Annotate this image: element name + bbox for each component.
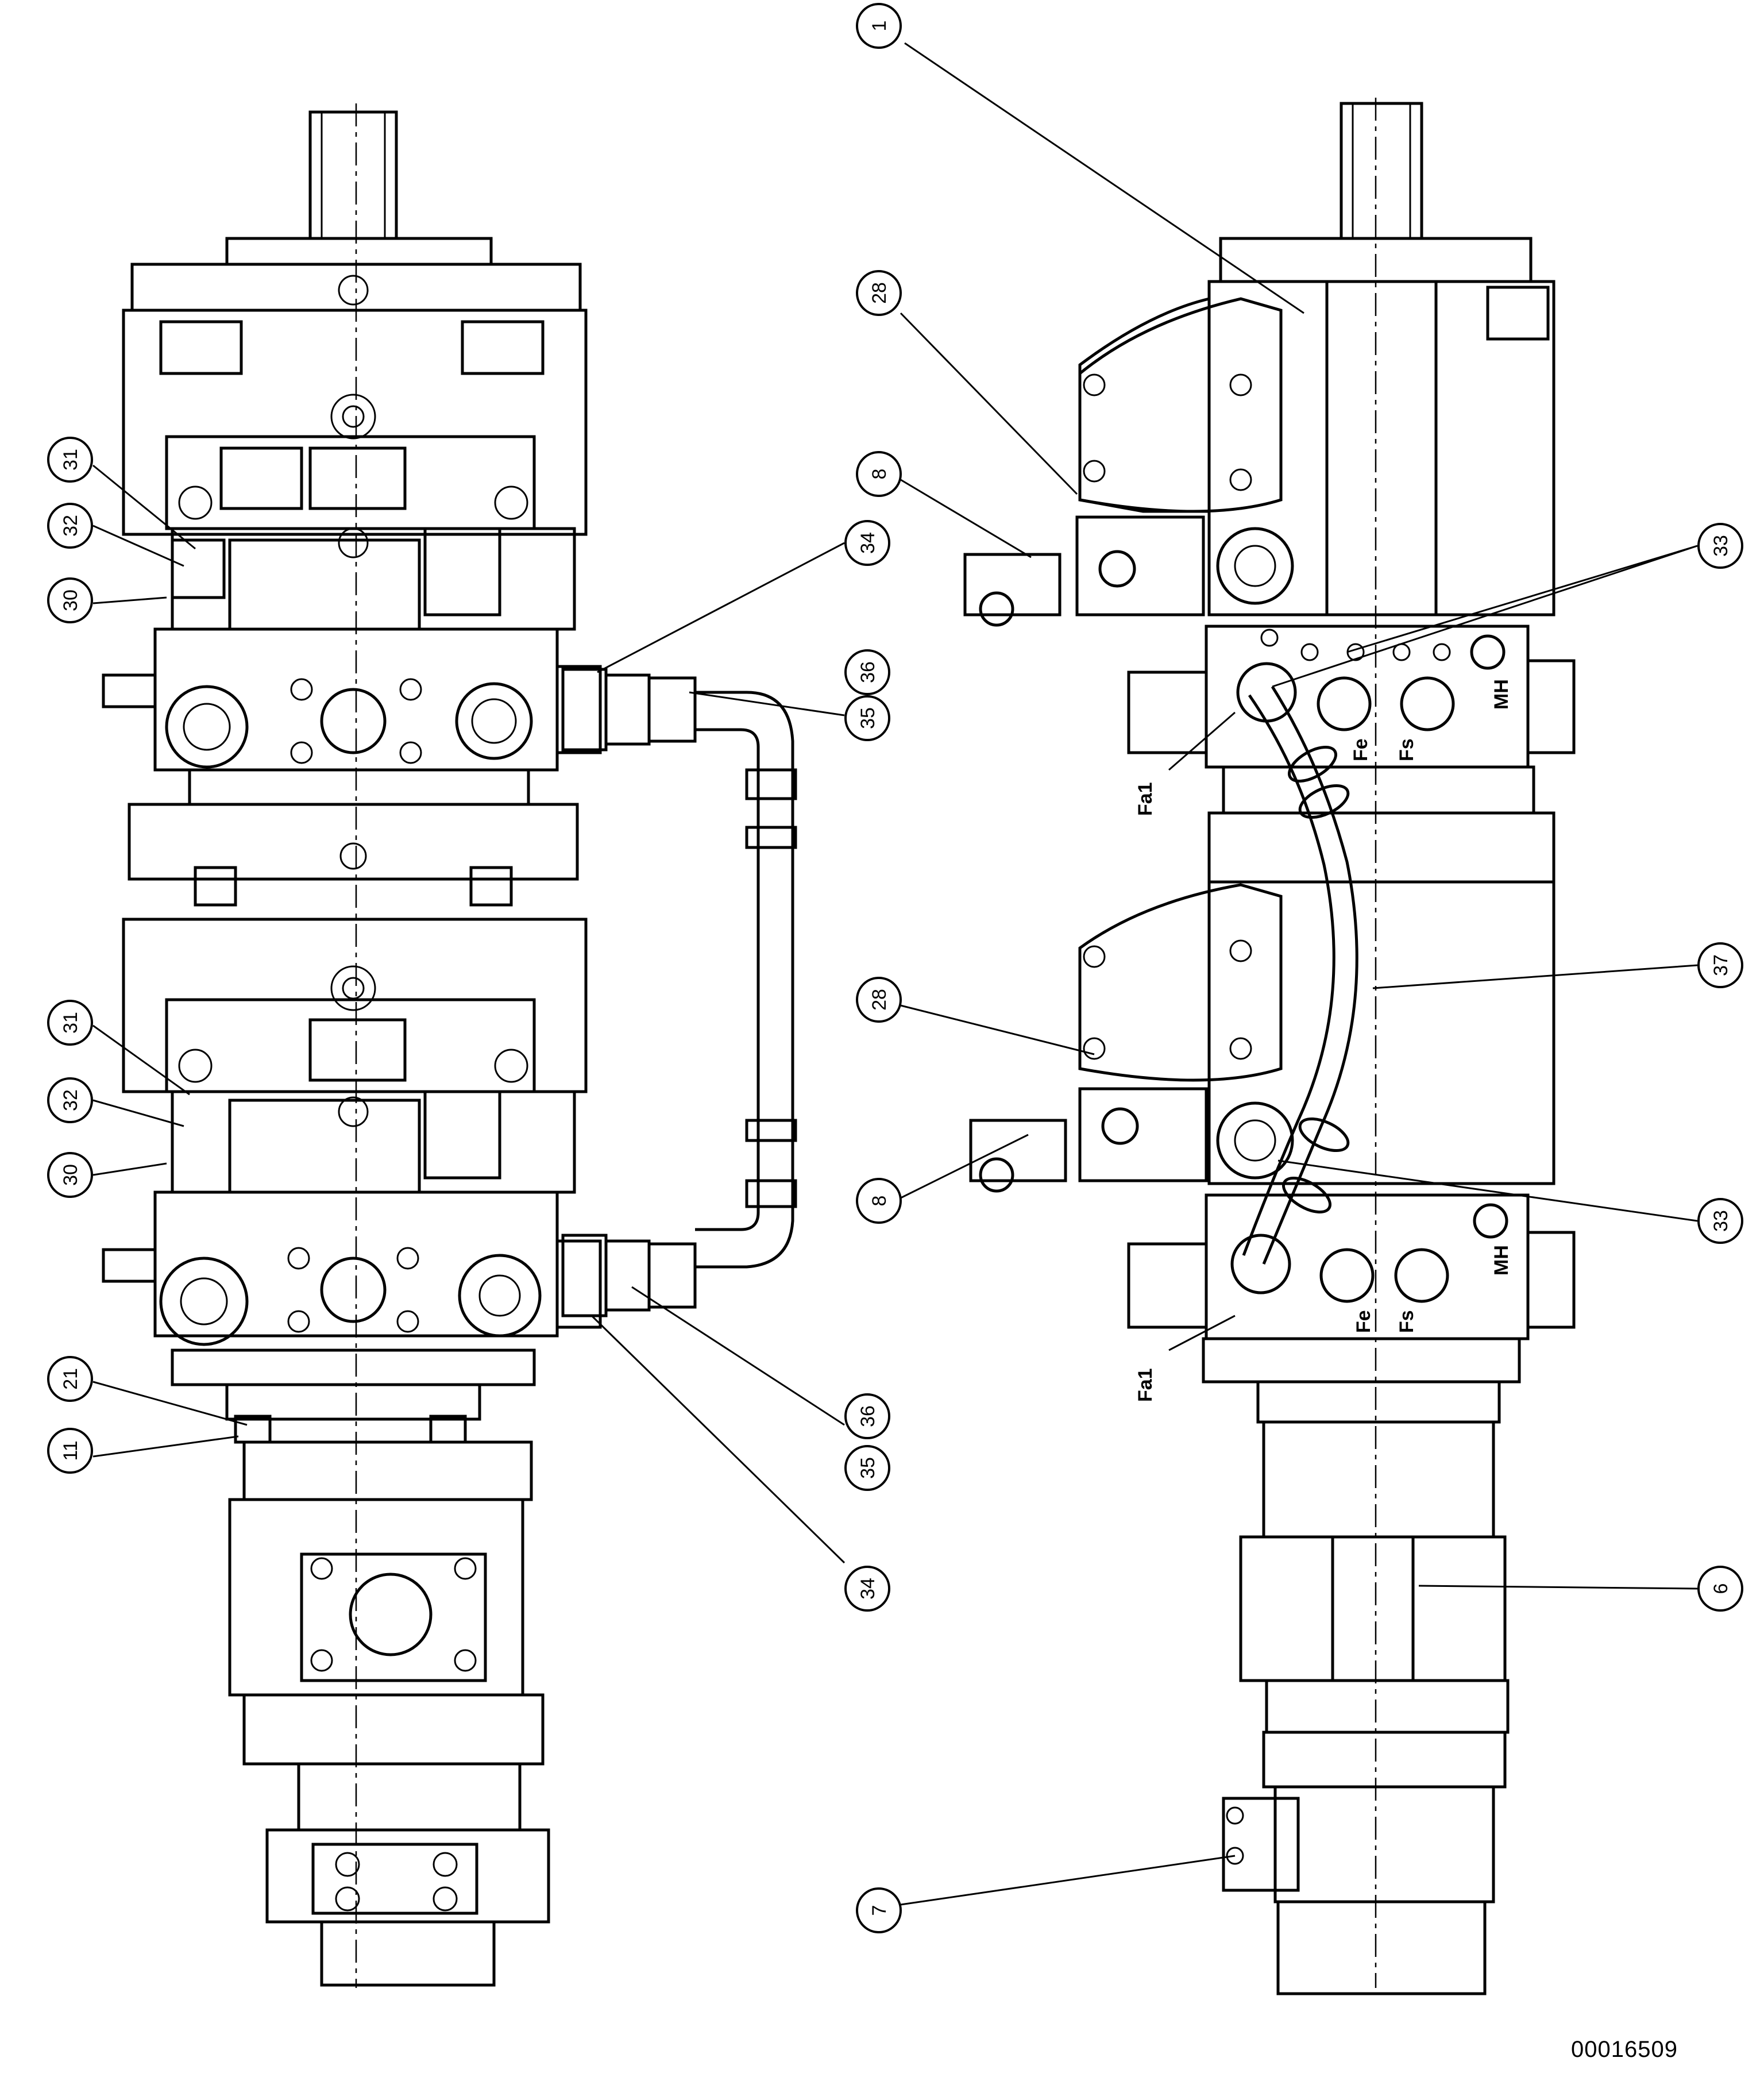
svg-text:1: 1 bbox=[869, 21, 890, 32]
svg-text:11: 11 bbox=[60, 1440, 82, 1461]
svg-text:36: 36 bbox=[857, 661, 879, 683]
svg-text:35: 35 bbox=[857, 1457, 879, 1479]
callout-31a: 31 bbox=[47, 437, 93, 483]
svg-text:21: 21 bbox=[60, 1368, 82, 1390]
callout-37: 37 bbox=[1697, 942, 1743, 988]
port-label-fs-upper: Fs bbox=[1396, 738, 1418, 761]
svg-text:28: 28 bbox=[869, 989, 890, 1011]
callout-34b: 34 bbox=[844, 1566, 890, 1612]
callout-1: 1 bbox=[856, 3, 902, 49]
port-label-fa1-lower: Fa1 bbox=[1134, 1368, 1156, 1402]
svg-text:34: 34 bbox=[857, 532, 879, 554]
right-pump-view bbox=[963, 98, 1576, 1995]
callout-31b: 31 bbox=[47, 1000, 93, 1046]
svg-text:33: 33 bbox=[1710, 1210, 1732, 1232]
connecting-hose bbox=[561, 668, 797, 1317]
left-pump-view bbox=[102, 103, 602, 1988]
svg-text:28: 28 bbox=[869, 282, 890, 304]
svg-text:30: 30 bbox=[60, 589, 82, 611]
callout-33a: 33 bbox=[1697, 523, 1743, 569]
svg-text:30: 30 bbox=[60, 1164, 82, 1186]
svg-text:31: 31 bbox=[60, 1012, 82, 1034]
port-label-mh-lower: MH bbox=[1491, 1245, 1512, 1276]
port-labels: Fa1 Fe Fs MH Fa1 Fe Fs MH bbox=[1134, 679, 1512, 1402]
svg-text:7: 7 bbox=[869, 1905, 890, 1916]
callout-8b: 8 bbox=[856, 1178, 902, 1224]
port-label-mh-upper: MH bbox=[1491, 679, 1512, 710]
callout-35a: 35 bbox=[844, 695, 890, 741]
callout-7: 7 bbox=[856, 1887, 902, 1933]
callout-30b: 30 bbox=[47, 1152, 93, 1198]
callout-30a: 30 bbox=[47, 577, 93, 623]
svg-text:32: 32 bbox=[60, 515, 82, 537]
port-label-fe-upper: Fe bbox=[1350, 738, 1372, 761]
callout-28a: 28 bbox=[856, 270, 902, 316]
svg-text:6: 6 bbox=[1710, 1583, 1732, 1594]
callout-35b: 35 bbox=[844, 1445, 890, 1491]
port-label-fs-lower: Fs bbox=[1396, 1310, 1418, 1333]
svg-text:8: 8 bbox=[869, 469, 890, 480]
svg-text:35: 35 bbox=[857, 707, 879, 729]
callout-28b: 28 bbox=[856, 977, 902, 1023]
callout-8a: 8 bbox=[856, 451, 902, 497]
pilot-hose-37 bbox=[1230, 662, 1358, 1294]
callout-36b: 36 bbox=[844, 1393, 890, 1439]
svg-text:36: 36 bbox=[857, 1405, 879, 1427]
svg-text:33: 33 bbox=[1710, 535, 1732, 557]
svg-text:8: 8 bbox=[869, 1196, 890, 1207]
callout-34a: 34 bbox=[844, 520, 890, 566]
callout-32a: 32 bbox=[47, 503, 93, 549]
callout-33b: 33 bbox=[1697, 1198, 1743, 1244]
port-label-fa1-upper: Fa1 bbox=[1134, 782, 1156, 816]
callout-36a: 36 bbox=[844, 649, 890, 695]
callout-32b: 32 bbox=[47, 1077, 93, 1123]
svg-text:32: 32 bbox=[60, 1089, 82, 1111]
svg-text:34: 34 bbox=[857, 1578, 879, 1600]
drawing-number: 00016509 bbox=[1571, 2037, 1678, 2062]
svg-text:31: 31 bbox=[60, 449, 82, 471]
callout-21: 21 bbox=[47, 1356, 93, 1402]
leader-lines bbox=[92, 42, 1698, 1906]
callout-6: 6 bbox=[1697, 1566, 1743, 1612]
svg-text:37: 37 bbox=[1710, 954, 1732, 976]
port-label-fe-lower: Fe bbox=[1353, 1310, 1375, 1333]
callout-11: 11 bbox=[47, 1428, 93, 1474]
